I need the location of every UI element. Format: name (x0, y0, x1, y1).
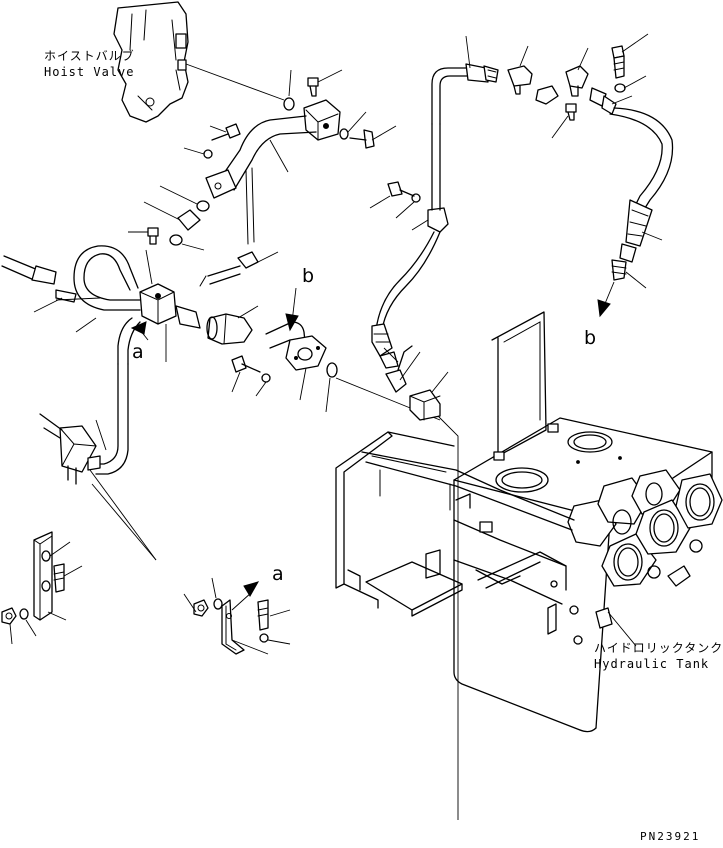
hose-fitting-right (611, 259, 627, 281)
valve-o-ring (283, 97, 295, 111)
clamp-bolt (387, 181, 421, 203)
clamp-bracket-center (221, 599, 245, 655)
tank-support-frame (335, 431, 575, 617)
valve-block (139, 283, 201, 329)
hose-end-left (1, 255, 77, 303)
lower-left-hose (39, 363, 129, 485)
hydraulic-tank (453, 311, 723, 733)
hydraulic-tank-label-jp: ハイドロリックタンク (594, 641, 723, 655)
hoist-valve-label-jp: ホイストバルブ (44, 48, 135, 63)
upper-right-tube (431, 63, 499, 125)
ref-label-b-1: b (302, 265, 314, 287)
flange-elbow (265, 321, 327, 371)
elbow-fitting (199, 251, 259, 287)
elbow-near-tank (385, 345, 441, 421)
tee-fitting (507, 65, 533, 95)
plug-right (565, 103, 577, 121)
o-ring-left-1 (196, 200, 210, 212)
elbow-fitting-right (565, 65, 589, 97)
drawing-code: PN23921 (640, 830, 700, 843)
hoist-valve-label-en: Hoist Valve (44, 65, 134, 79)
tube-clamp (427, 123, 449, 233)
split-flange (177, 209, 201, 231)
hoist-valve (113, 1, 189, 123)
plug-top (307, 77, 319, 97)
bolt-top-right (611, 45, 625, 79)
ref-b-arrow-left (285, 313, 299, 332)
plug-block (147, 227, 159, 245)
ref-label-b-2: b (584, 327, 596, 349)
connector-tube (206, 313, 253, 345)
ref-a-arrow-center (243, 581, 260, 597)
ref-b-arrow-right (597, 299, 611, 318)
dust-cap (535, 85, 559, 105)
nut-washer-center (193, 598, 223, 617)
flange-bolt-upper (339, 128, 375, 149)
bracket-bolt (53, 563, 65, 593)
long-hose (371, 231, 441, 369)
hydraulic-tank-label-en: Hydraulic Tank (594, 657, 709, 671)
nut-washer-left (1, 607, 29, 625)
loop-hose (73, 245, 141, 365)
flange-o-ring (326, 362, 338, 378)
bolt-center (257, 599, 269, 643)
hose-right (589, 87, 674, 263)
washer-top-right (614, 83, 626, 93)
bolt-upper-left (211, 123, 241, 141)
ref-label-a-1: a (132, 341, 144, 363)
clamp-bracket-left (33, 531, 53, 621)
upper-tube (205, 99, 341, 245)
flange-bolt-lower (231, 355, 271, 383)
washer-upper-left (203, 149, 213, 159)
o-ring-left-2 (169, 234, 183, 246)
ref-label-a-2: a (272, 563, 284, 585)
